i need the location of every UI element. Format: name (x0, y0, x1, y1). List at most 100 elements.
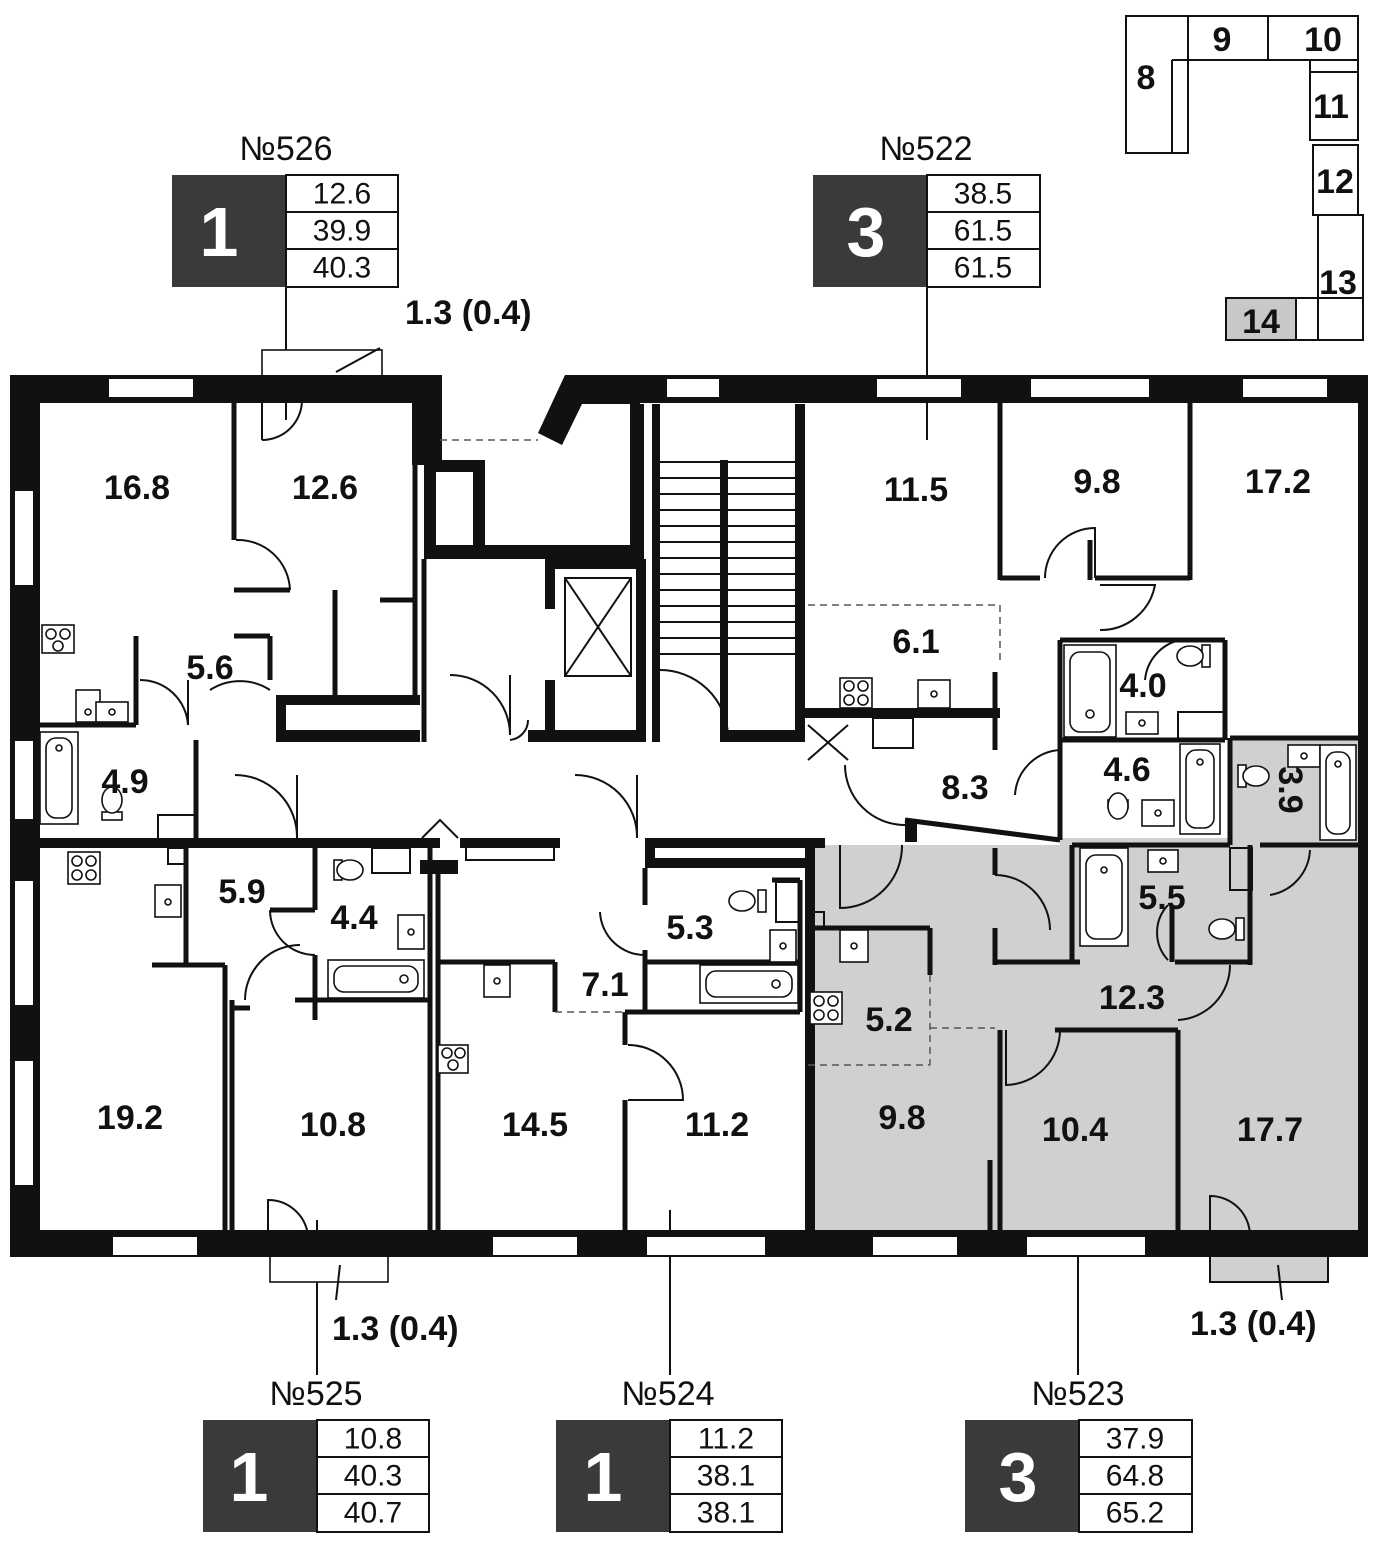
balcony-523-area: 1.3 (0.4) (1190, 1305, 1317, 1343)
sink-icon (1125, 711, 1159, 735)
toilet-icon (1176, 644, 1211, 668)
sink-icon (1141, 799, 1175, 827)
section-13-label: 13 (1319, 264, 1357, 302)
sink-icon (769, 929, 797, 963)
apartment-badge-524[interactable]: №524 1 11.2 38.1 38.1 (556, 1210, 783, 1533)
section-8-block[interactable] (1125, 15, 1189, 154)
room-area: 6.1 (892, 623, 939, 661)
room-area: 4.4 (330, 899, 377, 937)
stove-icon (41, 624, 75, 654)
rooms-count-box (813, 175, 927, 287)
apartment-badge-523[interactable]: №523 3 37.9 64.8 65.2 (965, 1220, 1193, 1533)
room-area: 19.2 (97, 1099, 163, 1137)
living-area: 38.5 (954, 178, 1012, 211)
room-area: 5.5 (1138, 879, 1185, 917)
sink-icon (1287, 744, 1321, 768)
room-area: 4.6 (1103, 751, 1150, 789)
total-area-with-balcony: 65.2 (1106, 1497, 1164, 1530)
bathtub-icon (699, 964, 799, 1004)
toilet-icon (333, 859, 364, 881)
window (875, 377, 963, 399)
stove-icon (437, 1044, 469, 1074)
total-area: 61.5 (954, 215, 1012, 248)
room-area: 7.1 (581, 966, 628, 1004)
total-area-with-balcony: 61.5 (954, 252, 1012, 285)
total-area: 64.8 (1106, 1460, 1164, 1493)
living-area: 11.2 (698, 1423, 754, 1456)
rooms-count: 3 (999, 1438, 1038, 1516)
total-area-with-balcony: 40.3 (313, 252, 371, 285)
total-area: 40.3 (344, 1460, 402, 1493)
window (1241, 377, 1329, 399)
bathtub-icon (1319, 744, 1357, 841)
toilet-icon (728, 889, 767, 913)
room-area: 4.9 (101, 763, 148, 801)
bathtub-icon (327, 959, 425, 999)
section-14-block-current[interactable] (1225, 297, 1297, 341)
fixtures (39, 624, 1357, 1074)
rooms-count-box (556, 1420, 670, 1532)
balcony-525-area: 1.3 (0.4) (332, 1310, 459, 1348)
section-map: 8 9 10 11 12 13 14 (1125, 15, 1364, 341)
room-area: 5.9 (218, 873, 265, 911)
bathtub-icon (39, 731, 79, 825)
section-10-label: 10 (1304, 21, 1342, 59)
window (665, 377, 721, 399)
section-12-label: 12 (1316, 163, 1354, 201)
sink-icon (397, 914, 425, 950)
living-area: 10.8 (344, 1423, 402, 1456)
stove-icon (839, 677, 873, 709)
bathtub-icon (1179, 743, 1221, 835)
room-area: 12.6 (292, 469, 358, 507)
section-9-label: 9 (1213, 21, 1232, 59)
area-table (285, 174, 399, 288)
room-area: 10.8 (300, 1106, 366, 1144)
balcony-526-area: 1.3 (0.4) (405, 294, 532, 332)
stove-icon (67, 851, 101, 885)
living-area: 12.6 (313, 178, 371, 211)
section-14-label: 14 (1242, 303, 1280, 341)
room-area: 10.4 (1042, 1111, 1108, 1149)
room-area: 3.9 (1271, 766, 1309, 813)
room-area: 16.8 (104, 469, 170, 507)
rooms-count: 1 (200, 193, 239, 271)
area-table (1078, 1419, 1193, 1533)
room-area: 11.2 (685, 1106, 749, 1144)
toilet-icon (1107, 792, 1129, 820)
section-8-label: 8 (1137, 59, 1156, 97)
sink-icon (483, 964, 511, 998)
area-table (669, 1419, 783, 1533)
window (107, 377, 195, 399)
sink-icon (95, 701, 129, 723)
bathtub-icon (1063, 644, 1117, 738)
room-area: 12.3 (1099, 979, 1165, 1017)
apartment-number: №526 (239, 130, 332, 168)
rooms-count-box (203, 1420, 317, 1532)
room-area: 5.3 (666, 909, 713, 947)
room-area: 9.8 (1073, 463, 1120, 501)
room-area: 14.5 (502, 1106, 568, 1144)
apartment-number: №522 (879, 130, 972, 168)
rooms-count: 1 (584, 1438, 623, 1516)
sink-icon (1147, 849, 1179, 873)
apartment-badge-525[interactable]: №525 1 10.8 40.3 40.7 (203, 1220, 430, 1533)
room-area: 17.7 (1237, 1111, 1303, 1149)
room-area: 9.8 (878, 1099, 925, 1137)
room-area: 17.2 (1245, 463, 1311, 501)
total-area: 38.1 (697, 1460, 755, 1493)
sink-icon (154, 884, 182, 918)
room-area: 5.6 (186, 649, 233, 687)
room-area: 11.5 (884, 471, 948, 509)
room-area: 5.2 (865, 1001, 912, 1039)
section-10-block[interactable] (1267, 15, 1359, 61)
window (1029, 377, 1151, 399)
apartment-number: №525 (269, 1375, 362, 1413)
apartment-number: №523 (1031, 1375, 1124, 1413)
apartment-badge-526[interactable]: №526 1 12.6 39.9 40.3 (172, 130, 399, 420)
exterior-walls (10, 375, 1368, 1257)
room-labels: 16.8 12.6 5.6 4.9 11.5 9.8 17.2 6.1 4.0 … (97, 463, 1311, 1149)
section-11-block[interactable] (1309, 71, 1359, 141)
section-13-tail (1295, 297, 1364, 341)
apartment-badge-522[interactable]: №522 3 38.5 61.5 61.5 (813, 130, 1041, 440)
